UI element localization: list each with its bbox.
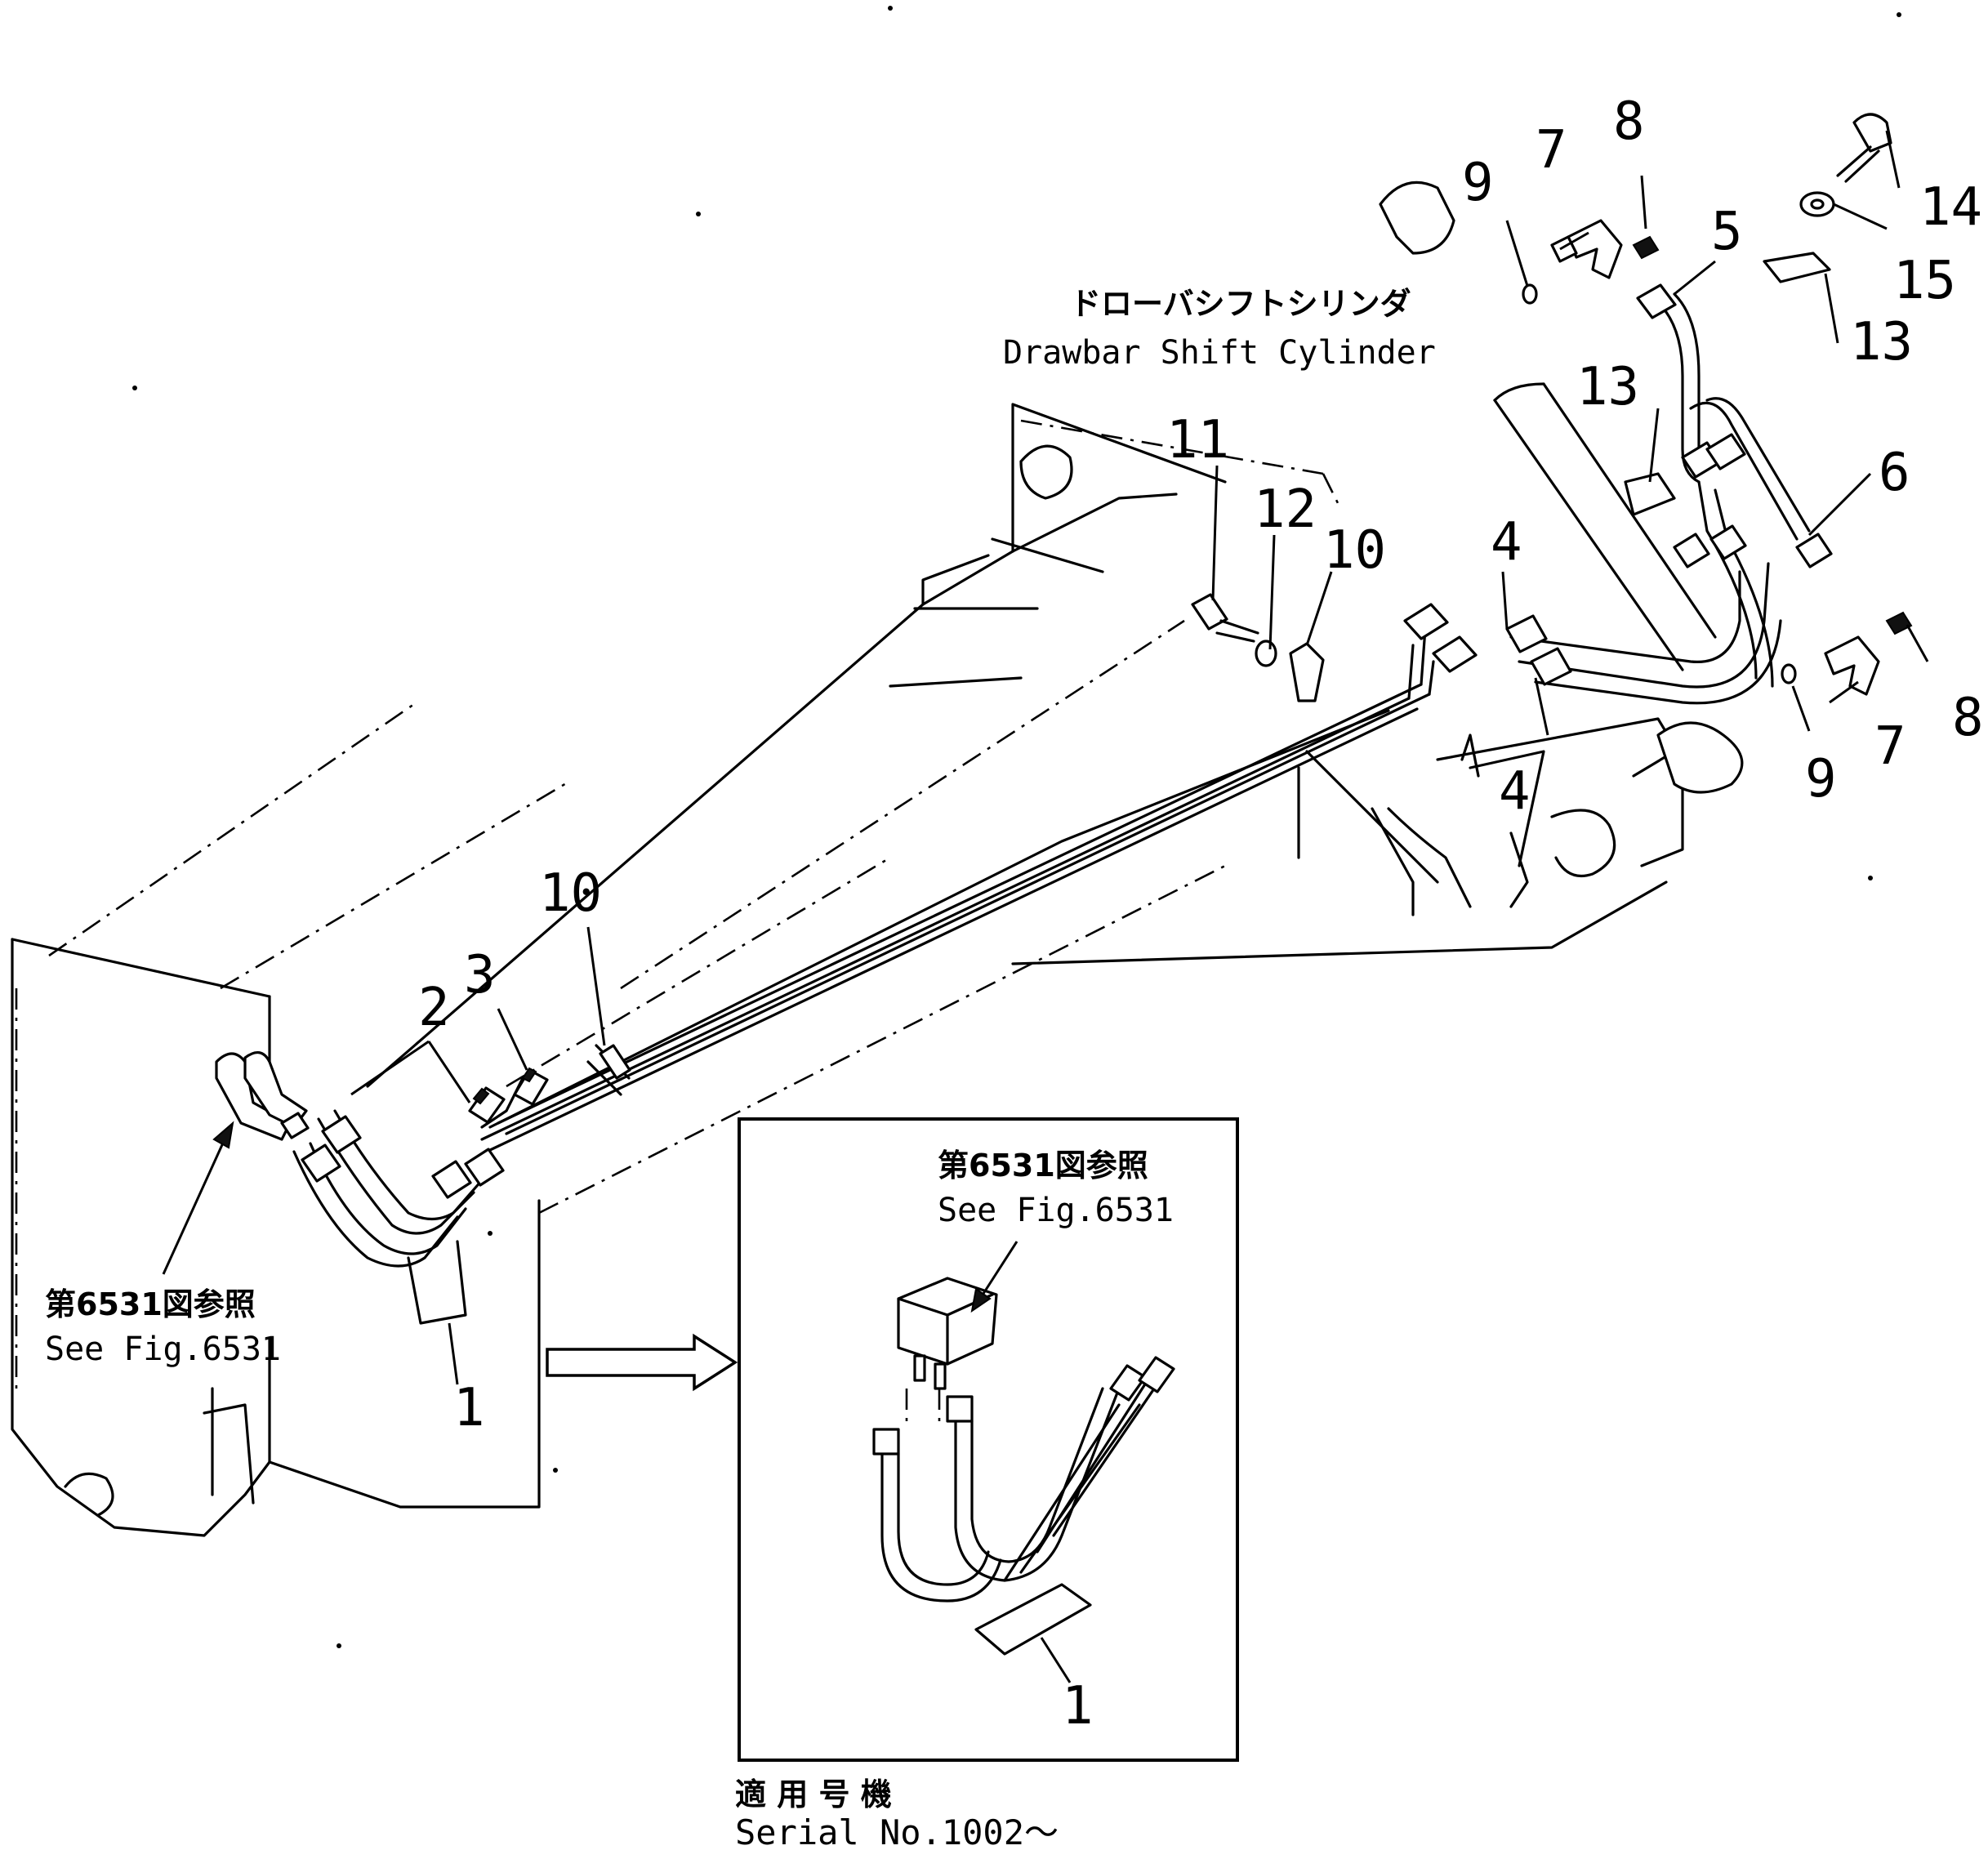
serial-label-jp: 適 用 号 機: [735, 1776, 892, 1812]
ref-inset-jp: 第6531図参照: [938, 1148, 1148, 1184]
drawbar-frame: [11, 382, 1717, 1537]
callout-1-inset: 1: [1062, 1676, 1094, 1736]
callout-2: 2: [418, 978, 450, 1038]
callout-7-right: 7: [1874, 716, 1906, 777]
callout-4-lower: 4: [1499, 761, 1531, 822]
serial-label-en: Serial No.1002～: [735, 1812, 1059, 1850]
callout-4-upper: 4: [1491, 512, 1522, 573]
callout-numbers: 1 2 3 10 11 12 10 4 4 9 7 8 5 13 13 14 1…: [418, 91, 1984, 1736]
callout-1: 1: [453, 1378, 485, 1438]
callout-14: 14: [1919, 177, 1982, 238]
callout-9-top: 9: [1462, 153, 1494, 213]
callout-13-mid: 13: [1576, 357, 1639, 417]
fittings: [215, 113, 1913, 1199]
leader-lines: [350, 130, 1929, 1385]
ref-left-en: See Fig.6531: [45, 1331, 281, 1368]
cylinder-label-jp: ドローバシフトシリンダ: [1070, 286, 1411, 322]
cylinder-label-en: Drawbar Shift Cylinder: [1003, 334, 1436, 372]
callout-13-top: 13: [1850, 312, 1913, 372]
callout-12: 12: [1254, 479, 1317, 540]
callout-7-top: 7: [1536, 120, 1567, 181]
inset-box: [738, 1117, 1239, 1762]
callout-15: 15: [1893, 251, 1956, 311]
callout-10-front: 10: [539, 863, 602, 924]
annotation-labels: ドローバシフトシリンダ Drawbar Shift Cylinder 第6531…: [45, 286, 1436, 1850]
callout-10-rear: 10: [1323, 520, 1386, 581]
callout-11: 11: [1166, 410, 1229, 470]
reference-arrow-left: [162, 1121, 234, 1275]
callout-8-top: 8: [1613, 91, 1645, 152]
callout-8-right: 8: [1952, 688, 1984, 748]
scan-specks: [132, 6, 1901, 1648]
transition-arrow: [546, 1333, 738, 1392]
callout-3: 3: [464, 945, 496, 1005]
callout-6: 6: [1879, 443, 1910, 503]
callout-5: 5: [1711, 202, 1743, 262]
ref-inset-en: See Fig.6531: [938, 1192, 1174, 1229]
callout-9-right: 9: [1805, 749, 1837, 809]
ref-left-jp: 第6531図参照: [45, 1286, 256, 1322]
